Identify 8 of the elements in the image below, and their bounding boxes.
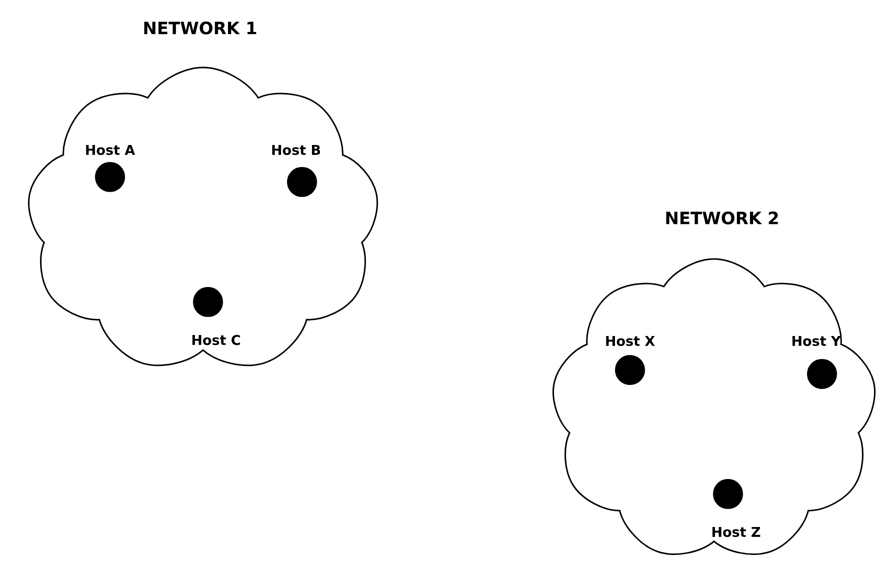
host-label: Host Z <box>712 526 760 537</box>
host-label: Host Y <box>792 336 841 346</box>
host-label: Host B <box>272 144 320 155</box>
host-label: Host X <box>606 336 655 346</box>
network-label: NETWORK 2 <box>666 212 778 224</box>
host-label: Host A <box>86 144 136 155</box>
network-label: NETWORK 1 <box>144 22 256 34</box>
host-label: Host C <box>192 334 240 346</box>
